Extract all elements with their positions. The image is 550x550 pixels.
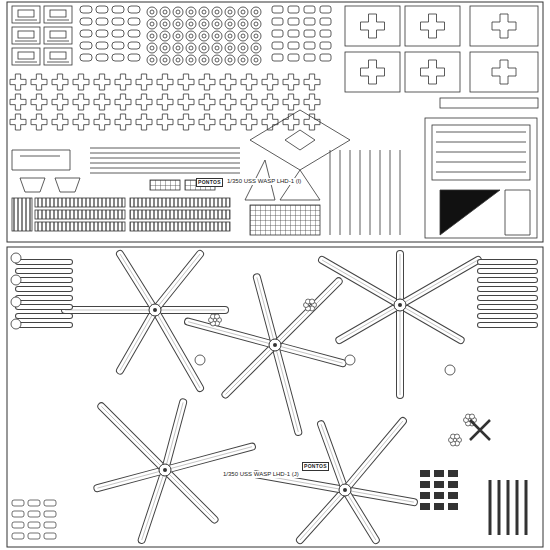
maker-logo: PONTOS	[196, 178, 223, 187]
fret-i-parts	[10, 6, 538, 238]
fret-j-frame	[7, 247, 543, 547]
fret-title: 1/350 USS WASP LHD-1 (I)	[226, 178, 302, 185]
fret-j-parts	[11, 253, 535, 540]
maker-logo: PONTOS	[302, 462, 329, 471]
fret-i-frame	[7, 2, 543, 242]
fret-title: 1/350 USS WASP LHD-1 (J)	[222, 471, 300, 478]
